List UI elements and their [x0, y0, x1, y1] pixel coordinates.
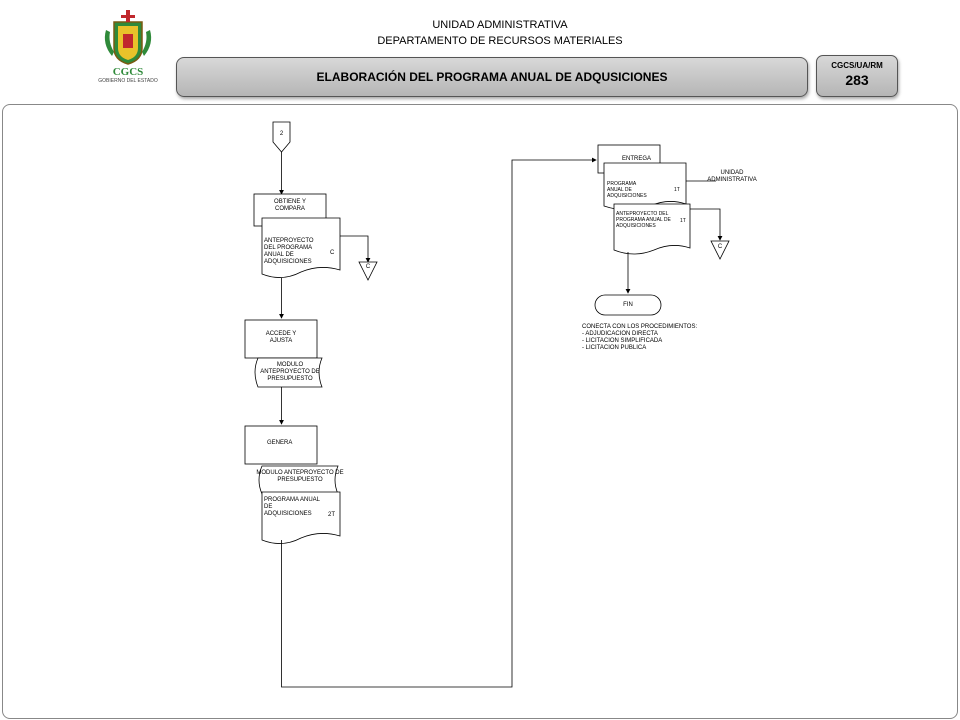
step1-doc-label: ANTEPROYECTO DEL PROGRAMA ANUAL DE ADQUI…	[264, 238, 314, 265]
step4-doc2-label: ANTEPROYECTO DEL PROGRAMA ANUAL DE ADQUI…	[616, 211, 671, 229]
process-accede-y-ajusta	[244, 319, 318, 359]
cross-icon	[121, 10, 135, 22]
archive-triangle-1	[358, 261, 378, 281]
step1-doc-mark: C	[330, 250, 335, 256]
step2-module-label: MODULO ANTEPROYECTO DE PRESUPUESTO	[260, 362, 320, 382]
department-name: DEPARTAMENTO DE RECURSOS MATERIALES	[377, 35, 623, 47]
page-title-bar: ELABORACIÓN DEL PROGRAMA ANUAL DE ADQUSI…	[176, 57, 808, 97]
process-genera	[244, 425, 318, 465]
document-anteproyecto-copy	[613, 203, 691, 255]
archive2-label: C	[717, 244, 723, 250]
document-anteproyecto	[261, 217, 341, 278]
step3-doc-label: PROGRAMA ANUAL DE ADQUISICIONES	[264, 497, 320, 517]
step3-label: GENERA	[267, 440, 293, 446]
svg-text:GOBIERNO DEL ESTADO: GOBIERNO DEL ESTADO	[98, 78, 158, 84]
step4-label: ENTREGA	[622, 156, 652, 162]
terminator-fin	[594, 294, 662, 316]
step3-module-label: MODULO ANTEPROYECTO DE PRESUPUESTO	[256, 470, 344, 483]
archive1-label: C	[365, 264, 371, 270]
step4-doc1-mark: 1T	[674, 187, 680, 193]
step1-label: OBTIENE Y COMPARA	[274, 199, 306, 212]
end-label: FIN	[623, 302, 633, 308]
unit-name: UNIDAD ADMINISTRATIVA	[432, 19, 568, 31]
step4-doc2-mark: 1T	[680, 218, 686, 224]
archive-triangle-2	[710, 240, 730, 260]
svg-text:CGCS: CGCS	[113, 66, 144, 78]
page-number: 283	[845, 72, 869, 88]
step2-label: ACCEDE Y AJUSTA	[265, 331, 297, 344]
document-code-box: CGCS/UA/RM 283	[816, 55, 898, 97]
gobierno-logo: CGCS GOBIERNO DEL ESTADO	[98, 10, 158, 84]
note-item: - LICITACION PUBLICA	[582, 345, 647, 351]
step3-doc-mark: 2T	[328, 512, 336, 518]
module-anteproyecto-1	[254, 357, 323, 388]
offpage-connector-2	[272, 121, 291, 153]
page-title: ELABORACIÓN DEL PROGRAMA ANUAL DE ADQUSI…	[316, 70, 668, 84]
note-item: - LICITACION SIMPLIFICADA	[582, 338, 663, 344]
note-item: - ADJUDICACION DIRECTA	[582, 331, 658, 337]
procedures-note: CONECTA CON LOS PROCEDIMIENTOS: - ADJUDI…	[582, 324, 697, 352]
note-title: CONECTA CON LOS PROCEDIMIENTOS:	[582, 324, 698, 330]
document-code: CGCS/UA/RM	[831, 61, 883, 70]
connector-label: 2	[279, 131, 284, 137]
destination-label: UNIDAD ADMINISTRATIVA	[707, 170, 757, 183]
diagram-frame	[2, 104, 958, 719]
document-programa-anual	[261, 491, 341, 544]
step4-doc1-label: PROGRAMA ANUAL DE ADQUISICIONES	[607, 181, 647, 199]
